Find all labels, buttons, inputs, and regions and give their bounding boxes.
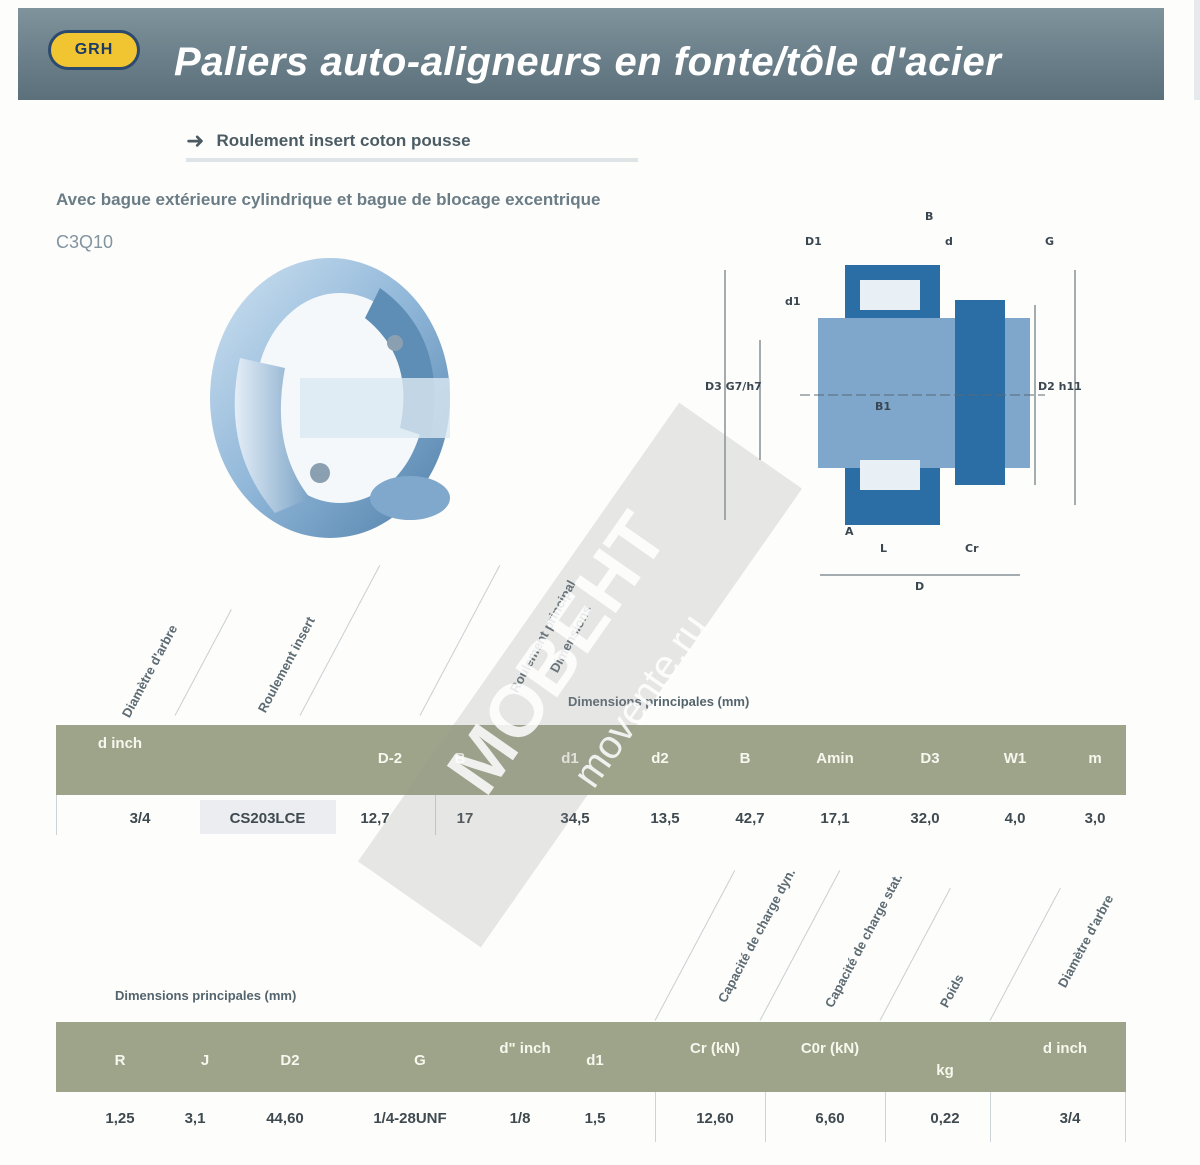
drawing-label-d1: d1 <box>785 295 801 308</box>
table1-val-d1: 34,5 <box>560 810 590 827</box>
table1-col-d2-1: D-2 <box>377 750 403 767</box>
table1-col-m: m <box>1088 750 1102 767</box>
table2-divider <box>765 1092 766 1142</box>
table2-val-cr: 12,60 <box>696 1110 734 1127</box>
table1-col-d2: d2 <box>651 750 669 767</box>
section-description: Avec bague extérieure cylindrique et bag… <box>56 190 601 209</box>
drawing-label-A: A <box>845 525 854 538</box>
table1-divider <box>56 795 57 835</box>
drawing-label-d: d <box>945 235 953 248</box>
section-subtitle: Roulement insert coton pousse <box>216 131 471 150</box>
table1-group-label: Dimensions principales (mm) <box>568 694 750 709</box>
table1-col-amin: Amin <box>816 750 854 767</box>
technical-drawing: D1 B d G d1 D2 h11 D3 G7/h7 B1 A L Cr D <box>705 210 1082 593</box>
table2-col-cr: Cr (kN) <box>689 1040 740 1057</box>
table2-col-c0r: C0r (kN) <box>800 1040 860 1057</box>
table2-divider <box>885 1092 886 1142</box>
page-title: Paliers auto-aligneurs en fonte/tôle d'a… <box>174 40 1002 84</box>
table2-val-d-inch: 3/4 <box>1059 1110 1081 1127</box>
table2-val-r: 1,25 <box>105 1110 135 1127</box>
table2-col-j: J <box>200 1052 210 1069</box>
header-divider <box>299 565 381 716</box>
table1-header-band <box>56 725 1126 795</box>
table1-val-insert: CS203LCE <box>229 810 306 827</box>
page-edge <box>1194 0 1200 100</box>
table2-col-d1: d1 <box>586 1052 604 1069</box>
header-divider <box>174 609 232 716</box>
arrow-right-icon: ➜ <box>186 128 205 153</box>
table2-val-c0r: 6,60 <box>815 1110 845 1127</box>
table2-col-r: R <box>114 1052 126 1069</box>
header-banner <box>18 8 1164 100</box>
subtitle-underline <box>186 158 638 162</box>
table2-divider <box>1125 1092 1126 1142</box>
table1-col-w1: W1 <box>1003 750 1027 767</box>
table2-header-band <box>56 1022 1126 1092</box>
drawing-label-D3: D3 G7/h7 <box>705 380 762 393</box>
table2-col-kg: kg <box>936 1062 954 1079</box>
header-divider <box>989 887 1061 1021</box>
table1-val-w1: 4,0 <box>1004 810 1026 827</box>
table1-divider <box>435 795 436 835</box>
table1-col-b: B <box>454 750 466 767</box>
table1-val-d3: 32,0 <box>910 810 940 827</box>
table2-col-g: G <box>414 1052 426 1069</box>
drawing-label-B: B <box>925 210 933 223</box>
drawing-label-Cr: Cr <box>965 542 979 555</box>
table1-rot-header-shaft: Diamètre d'arbre <box>118 622 181 720</box>
table2-rot-header-weight: Poids <box>936 971 967 1010</box>
table1-col-d1: d1 <box>561 750 579 767</box>
table2-val-d-inch2: 1/8 <box>509 1110 531 1127</box>
table1-col-b2: B <box>739 750 751 767</box>
table2-col-d-inch: d inch <box>1042 1040 1088 1057</box>
table2-rot-header-stat: Capacité de charge stat. <box>821 870 906 1010</box>
table1-insert-cell-bg <box>200 800 336 834</box>
bearing-illustration <box>210 258 450 538</box>
drawing-label-L: L <box>880 542 887 555</box>
table1-col-d-inch: d inch <box>97 735 143 752</box>
table2-divider <box>655 1092 656 1142</box>
table2-col-d-inch2: d" inch <box>499 1040 551 1057</box>
table1-val-d2-1: 12,7 <box>360 810 390 827</box>
drawing-label-D2: D2 h11 <box>1038 380 1082 393</box>
table2-divider <box>990 1092 991 1142</box>
table1-val-b: 17 <box>456 810 474 827</box>
table1-col-d3: D3 <box>920 750 940 767</box>
table1-val-amin: 17,1 <box>820 810 850 827</box>
drawing-label-G: G <box>1045 235 1054 248</box>
table2-col-d2: D2 <box>280 1052 300 1069</box>
table1-val-d-inch: 3/4 <box>129 810 151 827</box>
table2-group-label: Dimensions principales (mm) <box>115 988 297 1003</box>
subtitle-row: ➜ Roulement insert coton pousse <box>186 128 471 154</box>
table2-val-j: 3,1 <box>184 1110 206 1127</box>
table2-val-d1: 1,5 <box>584 1110 606 1127</box>
drawing-label-D: D <box>915 580 924 593</box>
part-code: C3Q10 <box>56 232 114 252</box>
drawing-label-D1: D1 <box>805 235 822 248</box>
table1-val-m: 3,0 <box>1084 810 1106 827</box>
table2-rot-header-dyn: Capacité de charge dyn. <box>714 865 799 1005</box>
table2-val-g: 1/4-28UNF <box>373 1110 447 1127</box>
table1-val-b2: 42,7 <box>735 810 765 827</box>
table2-val-d2: 44,60 <box>266 1110 304 1127</box>
table1-val-d2: 13,5 <box>650 810 680 827</box>
brand-logo: GRH <box>48 30 140 70</box>
table2-val-kg: 0,22 <box>930 1110 960 1127</box>
table2-rot-header-shaft: Diamètre d'arbre <box>1054 892 1117 990</box>
drawing-label-B1: B1 <box>875 400 891 413</box>
